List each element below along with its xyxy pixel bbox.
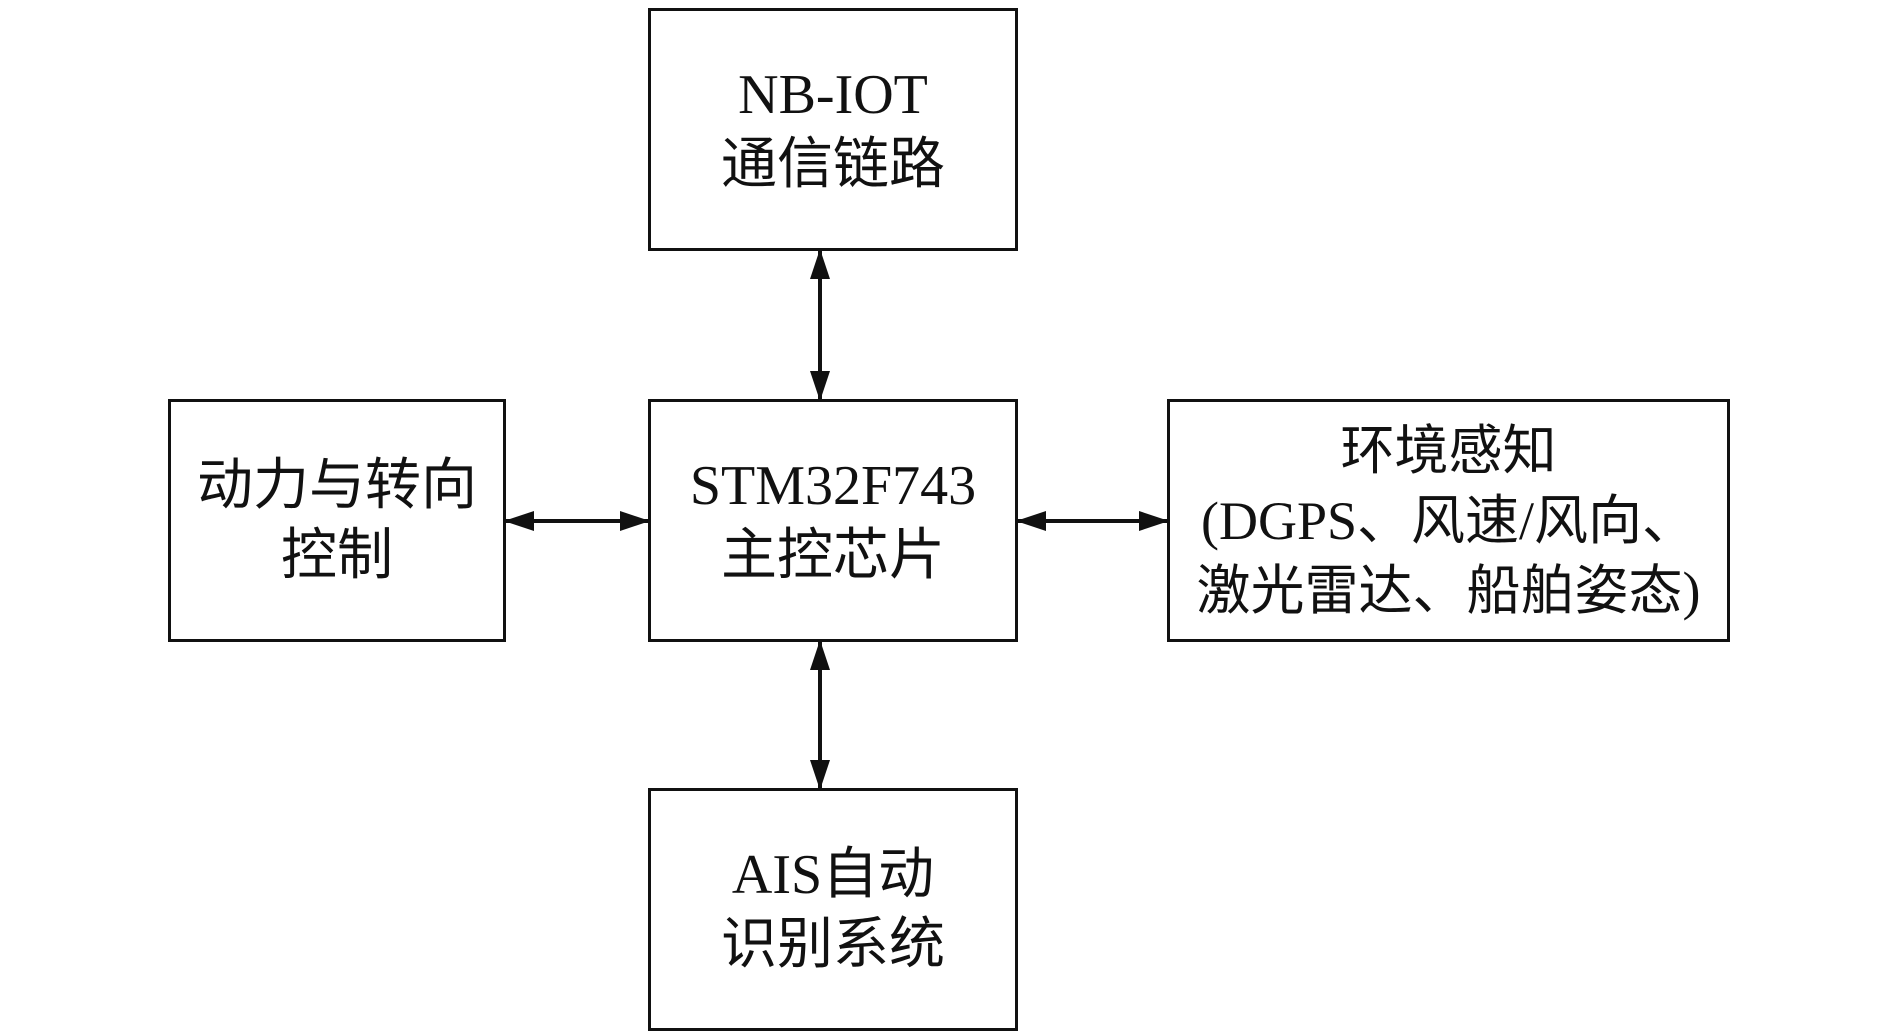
node-label-line: AIS自动: [731, 843, 935, 906]
node-label-line: 主控芯片: [721, 524, 945, 587]
node-label-line: (DGPS、风速/风向、: [1200, 490, 1697, 551]
ais-identification-system-node: AIS自动 识别系统: [648, 788, 1018, 1031]
power-steering-control-node: 动力与转向 控制: [168, 399, 506, 642]
node-label-line: NB-IOT: [738, 63, 928, 126]
node-label-line: 环境感知: [1340, 420, 1557, 481]
node-label-line: STM32F743: [689, 454, 977, 517]
nb-iot-link-node: NB-IOT 通信链路: [648, 8, 1018, 251]
node-label-line: 动力与转向: [197, 454, 477, 517]
main-control-chip-node: STM32F743 主控芯片: [648, 399, 1018, 642]
node-label-line: 激光雷达、船舶姿态): [1196, 560, 1701, 621]
node-label-line: 控制: [281, 524, 393, 587]
node-label-line: 通信链路: [721, 133, 945, 196]
node-label-line: 识别系统: [721, 913, 945, 976]
environment-sensing-node: 环境感知 (DGPS、风速/风向、 激光雷达、船舶姿态): [1167, 399, 1730, 642]
